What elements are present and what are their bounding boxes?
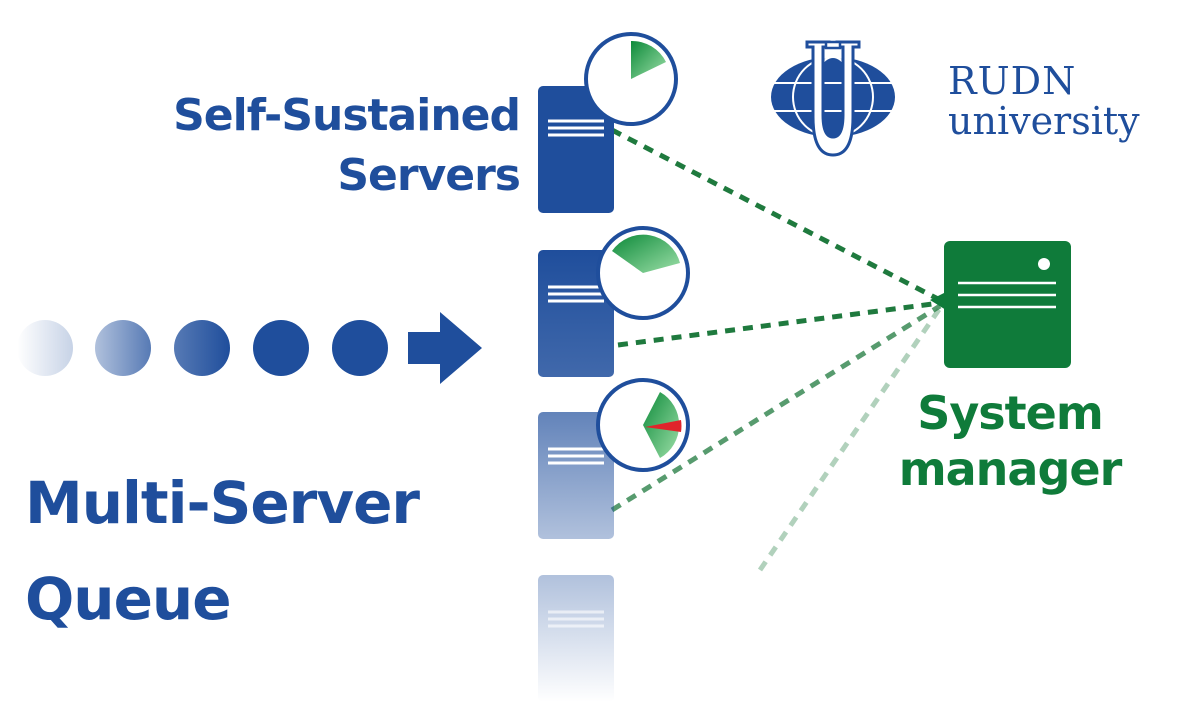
queue-customer [253, 320, 309, 376]
timer-icon-server-2 [596, 226, 690, 320]
brand-subtitle: university [948, 99, 1140, 143]
server-slots [548, 447, 604, 465]
server-slots [548, 119, 604, 137]
queue-customer [17, 320, 73, 376]
server-4 [538, 575, 614, 702]
connection-line-server-2 [617, 300, 941, 348]
label-line: Queue [25, 565, 232, 633]
timer-alert [645, 420, 682, 432]
arrow-right-icon [408, 312, 482, 384]
timer-icon-server-3 [596, 378, 690, 472]
server-1 [538, 86, 614, 213]
server-slots [548, 285, 604, 303]
timer-icon-server-1 [584, 32, 678, 126]
connection-lines [610, 127, 943, 572]
label-line: Servers [337, 150, 521, 201]
label-line: manager [898, 442, 1123, 496]
system-manager-label: System manager [880, 385, 1140, 497]
system-manager-icon [930, 241, 1071, 368]
queue-customers [17, 312, 482, 384]
self-sustained-servers-label: Self-Sustained Servers [173, 86, 521, 206]
server-3 [538, 412, 614, 539]
timer-progress [631, 40, 666, 79]
queue-customer [95, 320, 151, 376]
connection-line-server-1 [610, 127, 942, 303]
brand-name: RUDN [948, 59, 1077, 103]
queue-customer [174, 320, 230, 376]
multi-server-queue-label: Multi-Server Queue [25, 455, 420, 647]
queue-customer [332, 320, 388, 376]
rudn-globe-logo-icon [771, 40, 895, 157]
timer-progress [612, 234, 680, 273]
server-2 [538, 250, 614, 377]
server-slots [548, 610, 604, 628]
label-line: System [917, 386, 1104, 440]
label-line: Multi-Server [25, 469, 420, 537]
label-line: Self-Sustained [173, 90, 521, 141]
